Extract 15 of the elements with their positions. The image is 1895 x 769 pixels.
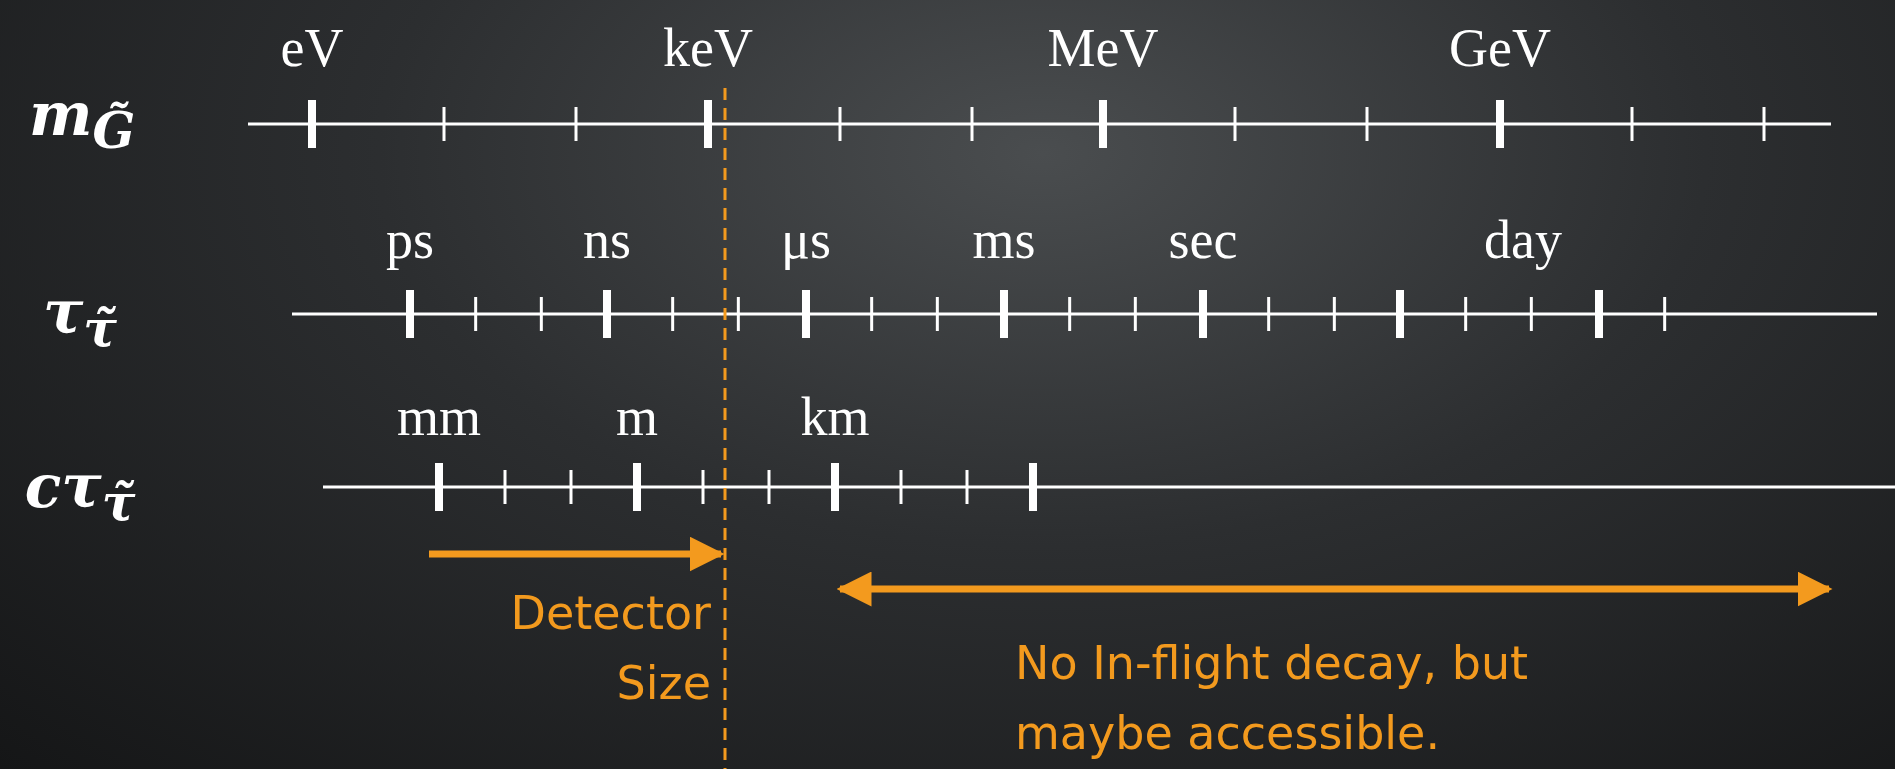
unit-label: ns (583, 213, 631, 267)
unit-label: ms (972, 213, 1036, 267)
unit-label: GeV (1449, 21, 1551, 75)
note-text: No In-flight decay, but maybe accessible. (1015, 635, 1530, 762)
unit-label: km (800, 390, 870, 444)
unit-label: m (616, 390, 658, 444)
unit-label: MeV (1047, 21, 1159, 75)
axis-symbol: m$_{G̃}$ (28, 84, 136, 156)
unit-label: eV (280, 21, 344, 75)
note-text: Detector Size (509, 585, 711, 712)
unit-label: keV (663, 21, 753, 75)
unit-label: mm (397, 390, 481, 444)
axis-symbol: τ$_{τ̃}$ (43, 282, 117, 354)
axis-symbol: cτ$_{τ̃}$ (24, 456, 136, 528)
unit-label: sec (1168, 213, 1238, 267)
